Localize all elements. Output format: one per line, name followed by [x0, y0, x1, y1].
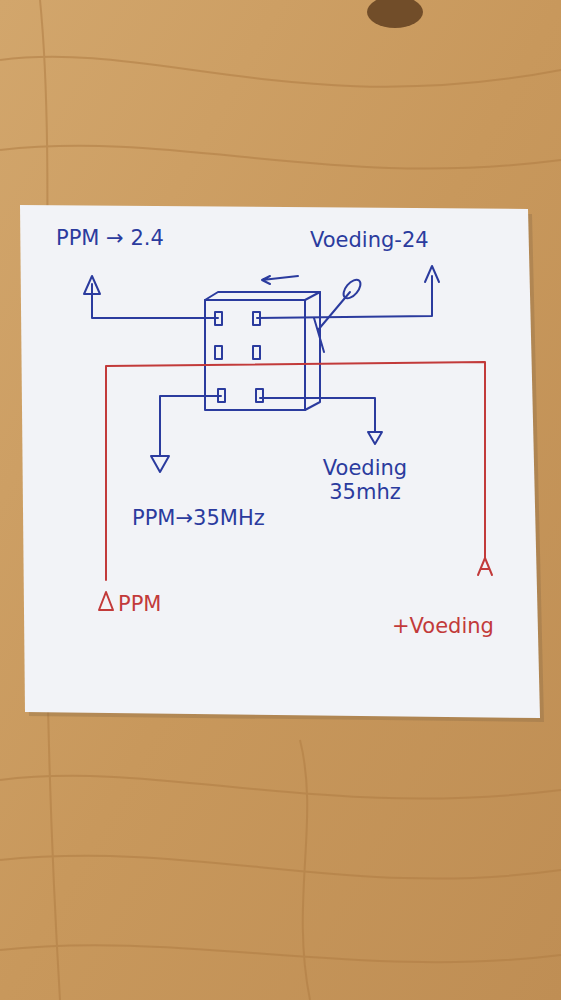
handwritten-label: PPM — [118, 592, 218, 616]
switch-top — [205, 292, 320, 300]
handwritten-label: +Voeding — [392, 614, 532, 638]
arrow-head — [478, 558, 492, 575]
arrow-head — [151, 456, 169, 472]
arrow-head — [368, 432, 382, 444]
wire — [260, 398, 375, 432]
blue-wires — [84, 266, 439, 472]
wire — [106, 362, 485, 580]
wire — [257, 276, 432, 318]
grain-line — [0, 776, 561, 799]
grain-line — [0, 57, 561, 87]
toggle-knob — [340, 277, 363, 302]
switch-front — [205, 300, 305, 410]
wire — [160, 396, 221, 456]
sticky-note — [20, 205, 540, 718]
grain-line — [0, 856, 561, 879]
handwritten-label: PPM → 2.4 — [56, 226, 226, 250]
handwritten-label: PPM→35MHz — [132, 506, 332, 530]
switch-body — [205, 276, 364, 410]
grain-line — [300, 740, 310, 1000]
grain-line — [0, 945, 561, 962]
switch-contact — [256, 389, 263, 402]
handwritten-label: Voeding-24 — [310, 228, 510, 252]
grain-line — [0, 146, 561, 169]
handwritten-label: Voeding 35mhz — [300, 456, 430, 504]
arrow-head — [99, 592, 113, 610]
switch-side — [305, 292, 320, 410]
switch-contact — [215, 346, 222, 359]
red-wires — [99, 362, 492, 610]
wood-knot — [367, 0, 423, 28]
wire — [92, 284, 218, 318]
toggle-lever — [314, 318, 324, 352]
arrow-head — [84, 276, 100, 294]
switch-contact — [253, 346, 260, 359]
arrow-head — [425, 266, 439, 282]
direction-arrow — [262, 276, 298, 284]
